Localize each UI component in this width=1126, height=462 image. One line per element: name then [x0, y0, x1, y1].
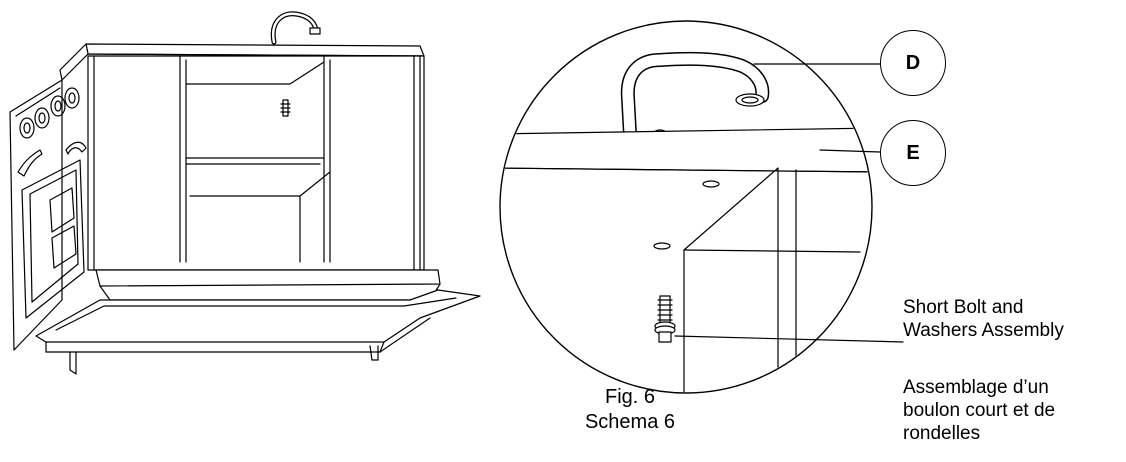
detail-circle [499, 20, 873, 394]
part-label-french-line2: boulon court et de [903, 400, 1056, 421]
figure-caption-french: Schema 6 [584, 411, 676, 433]
callout-d-label: D [905, 51, 921, 74]
figure-caption: Fig. 6 Schema 6 [560, 385, 700, 435]
stove-knobs [19, 87, 80, 139]
part-label-french-line3: rondelles [903, 423, 981, 444]
cabinet-drawing [9, 11, 481, 375]
bolt-assembly [654, 295, 676, 343]
leader-bolt [674, 335, 904, 343]
part-label-english: Short Bolt and Washers Assembly [903, 296, 1123, 342]
callout-e-label: E [906, 141, 920, 164]
part-label-english-line2: Washers Assembly [903, 320, 1064, 341]
callout-e: E [880, 120, 946, 186]
part-label-english-line1: Short Bolt and [903, 297, 1024, 318]
callout-d: D [880, 30, 946, 96]
leader-e [819, 149, 881, 153]
part-label-french-line1: Assemblage d’un [903, 377, 1049, 398]
part-label-french: Assemblage d’un boulon court et de ronde… [903, 376, 1123, 445]
figure-caption-english: Fig. 6 [604, 386, 656, 408]
